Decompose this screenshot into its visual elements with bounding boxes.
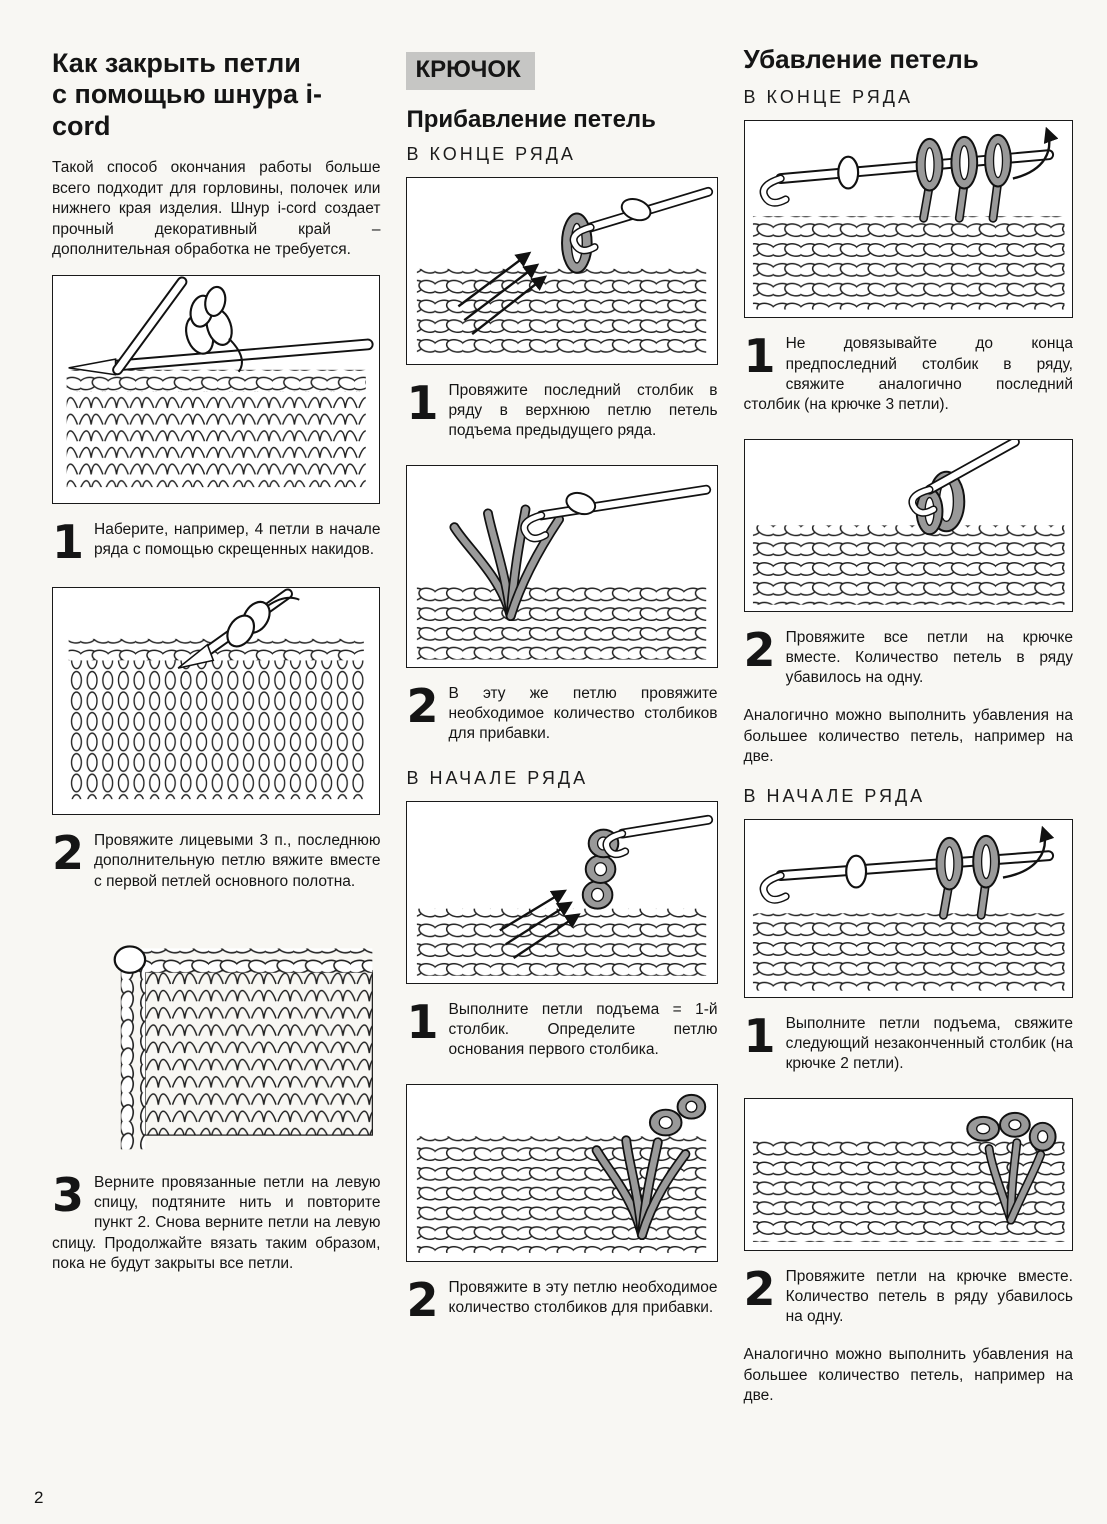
- article-title-icord: Как закрыть петли с помощью шнура i-cord: [52, 48, 380, 142]
- step-decrease-start-2: 2 Провяжите петли на крючке вместе. Коли…: [743, 1261, 1073, 1327]
- step-decrease-end-1: 1 Не довязывайте до конца предпоследний …: [744, 334, 1073, 415]
- step-number: 1: [743, 1008, 776, 1063]
- page-number: 2: [34, 1488, 44, 1507]
- note-decrease-start: Аналогично можно выполнить убавления на …: [743, 1346, 1073, 1405]
- gray-loops-on-hook: [935, 834, 1000, 891]
- step-text: Наберите, например, 4 петли в начале ряд…: [94, 520, 381, 558]
- crochet-hook-icon: [520, 484, 712, 543]
- gray-loops-on-hook: [915, 133, 1012, 192]
- step-number: 2: [743, 622, 776, 677]
- gray-chain-column: [649, 1093, 707, 1137]
- step-text: Провяжите все петли на крючке вместе. Ко…: [785, 628, 1073, 686]
- step-decrease-start-1: 1 Выполните петли подъема, свяжите следу…: [743, 1008, 1073, 1074]
- figure-icord-knit-together: [52, 586, 381, 816]
- step-number: 2: [743, 1261, 776, 1316]
- step-text: Не довязывайте до конца предпоследний ст…: [743, 335, 1073, 413]
- intro-paragraph: Такой способ окончания работы больше все…: [52, 158, 381, 259]
- subheading-end-of-row: В КОНЦЕ РЯДА: [406, 144, 576, 164]
- figure-increase-end-2: [406, 465, 718, 668]
- figure-increase-end-1: [406, 177, 718, 365]
- step-icord-3: 3 Верните провязанные петли на левую спи…: [52, 1168, 381, 1274]
- step-text: Выполните петли подъема = 1-й столбик. О…: [448, 1000, 718, 1058]
- step-increase-end-2: 2 В эту же петлю провяжите необходимое к…: [406, 678, 718, 744]
- step-icord-1: 1 Наберите, например, 4 петли в начале р…: [52, 514, 381, 569]
- title-line-1: Как закрыть петли: [52, 48, 301, 78]
- subheading-end-of-row: В КОНЦЕ РЯДА: [743, 87, 913, 107]
- figure-increase-start-2: [406, 1084, 718, 1262]
- gray-stitch-fan: [449, 504, 565, 622]
- note-decrease-end: Аналогично можно выполнить убавления на …: [743, 707, 1073, 766]
- title-line-2: с помощью шнура i-cord: [52, 79, 322, 141]
- step-decrease-end-2: 2 Провяжите все петли на крючке вместе. …: [743, 622, 1073, 688]
- figure-increase-start-1: [406, 800, 718, 984]
- gray-stitch-fan: [984, 1138, 1045, 1225]
- step-icord-2: 2 Провяжите лицевыми 3 п., последнюю доп…: [52, 826, 381, 891]
- step-number: 2: [406, 1272, 439, 1327]
- article-title-increase: Прибавление петель: [406, 106, 656, 133]
- step-number: 1: [406, 994, 439, 1049]
- column-crochet-decrease: Убавление петель В КОНЦЕ РЯДА: [743, 42, 1073, 1425]
- step-number: 1: [52, 514, 85, 569]
- insert-arrows-icon: [458, 251, 548, 335]
- crochet-hook-icon: [759, 850, 1054, 904]
- subheading-start-of-row: В НАЧАЛЕ РЯДА: [743, 785, 926, 806]
- figure-icord-finished-edge: [66, 916, 380, 1157]
- article-title-decrease: Убавление петель: [743, 44, 979, 74]
- step-text: Выполните петли подъема, свяжите следующ…: [785, 1014, 1073, 1072]
- figure-decrease-start-2: [743, 1097, 1073, 1251]
- step-text: Провяжите лицевыми 3 п., последнюю допол…: [94, 832, 381, 890]
- section-kicker-crochet: КРЮЧОК: [406, 52, 535, 90]
- crochet-hook-icon: [908, 440, 1020, 517]
- step-text: Провяжите последний столбик в ряду в вер…: [448, 381, 718, 439]
- step-text: Провяжите петли на крючке вместе. Количе…: [785, 1267, 1073, 1326]
- step-number: 2: [406, 678, 439, 733]
- step-number: 2: [52, 826, 85, 881]
- step-increase-end-1: 1 Провяжите последний столбик в ряду в в…: [406, 375, 718, 441]
- knitting-needle-icon: [112, 276, 188, 376]
- step-number: 1: [406, 375, 439, 430]
- crochet-hook-icon: [603, 814, 714, 859]
- column-icord-bindoff: Как закрыть петли с помощью шнура i-cord…: [52, 42, 381, 1425]
- step-number: 1: [743, 329, 776, 384]
- pull-through-arrow-icon: [1002, 825, 1054, 879]
- subheading-start-of-row: В НАЧАЛЕ РЯДА: [406, 767, 589, 788]
- figure-decrease-end-1: [743, 120, 1073, 319]
- figure-decrease-end-2: [743, 439, 1073, 612]
- column-crochet-increase: КРЮЧОК Прибавление петель В КОНЦЕ РЯДА: [406, 42, 718, 1425]
- step-text: Верните провязанные петли на левую спицу…: [52, 1174, 381, 1272]
- step-number: 3: [52, 1168, 85, 1223]
- pull-through-arrow-icon: [1012, 126, 1058, 180]
- gray-chain-column: [582, 828, 620, 910]
- figure-icord-cast-on: [52, 274, 381, 504]
- gray-chain-column: [965, 1111, 1057, 1152]
- insert-arrows-icon: [499, 889, 582, 959]
- step-increase-start-2: 2 Провяжите в эту петлю необходимое коли…: [406, 1272, 718, 1327]
- step-text: Провяжите в эту петлю необходимое количе…: [448, 1278, 718, 1316]
- step-text: В эту же петлю провяжите необходимое кол…: [448, 684, 718, 742]
- gray-stitch-fan: [592, 1135, 691, 1241]
- figure-decrease-start-1: [743, 818, 1073, 998]
- step-increase-start-1: 1 Выполните петли подъема = 1-й столбик.…: [406, 994, 718, 1060]
